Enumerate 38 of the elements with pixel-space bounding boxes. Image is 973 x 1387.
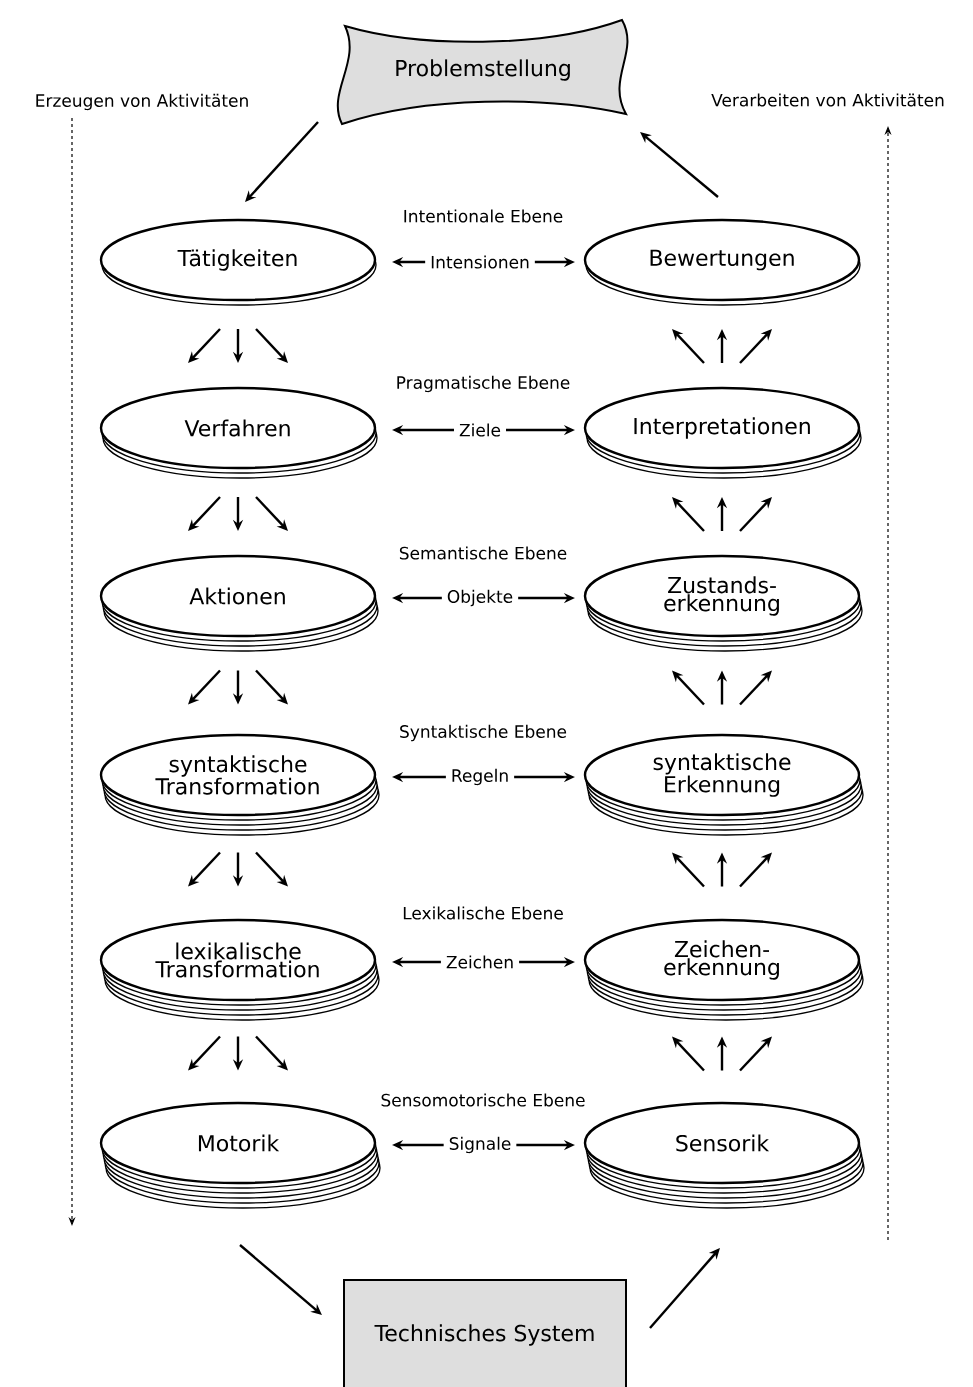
arrow — [649, 1248, 720, 1329]
side-label: Verarbeiten von Aktivitäten — [711, 93, 944, 107]
arrow — [188, 328, 221, 363]
arrow — [255, 328, 288, 363]
arrow — [239, 1244, 322, 1315]
ellipse-stack: Motorik — [99, 1101, 381, 1209]
level-label: Syntaktische Ebene — [400, 724, 567, 742]
arrow — [739, 497, 772, 532]
arrow — [739, 329, 772, 364]
ellipse-stack: Tätigkeiten — [99, 218, 377, 306]
level-label: Intentionale Ebene — [404, 209, 563, 223]
level-label: Pragmatische Ebene — [397, 375, 570, 393]
ellipse-stack: syntaktische Erkennung — [583, 733, 864, 836]
level-label: Lexikalische Ebene — [403, 906, 563, 920]
side-label: Erzeugen von Aktivitäten — [36, 93, 248, 111]
edge-label: Signale — [443, 1131, 517, 1159]
arrow — [672, 497, 705, 532]
ellipse-stack: Bewertungen — [583, 218, 861, 306]
ellipse-stack: Interpretationen — [583, 386, 862, 479]
edge-label: Regeln — [445, 763, 515, 791]
arrow — [672, 329, 705, 364]
ellipse-stack: Aktionen — [99, 554, 379, 652]
arrow — [640, 132, 719, 198]
ellipse-stack: lexikalische Transformation — [99, 918, 380, 1021]
ellipse-stack: Zeichen- erkennung — [583, 918, 864, 1021]
level-label: Sensomotorische Ebene — [381, 1093, 585, 1107]
ellipse-stack: syntaktische Transformation — [99, 733, 380, 836]
level-label: Semantische Ebene — [399, 546, 567, 560]
edge-label: Zeichen — [440, 950, 520, 974]
arrow — [255, 496, 288, 531]
edge-label: Objekte — [441, 584, 519, 612]
arrow — [245, 121, 319, 202]
process-box: Technisches System — [343, 1279, 627, 1387]
ellipse-stack: Zustands- erkennung — [583, 554, 863, 652]
arrow — [188, 496, 221, 531]
edge-label: Ziele — [454, 418, 506, 442]
ellipse-stack: Verfahren — [99, 386, 378, 479]
edge-label: Intensionen — [425, 250, 535, 274]
